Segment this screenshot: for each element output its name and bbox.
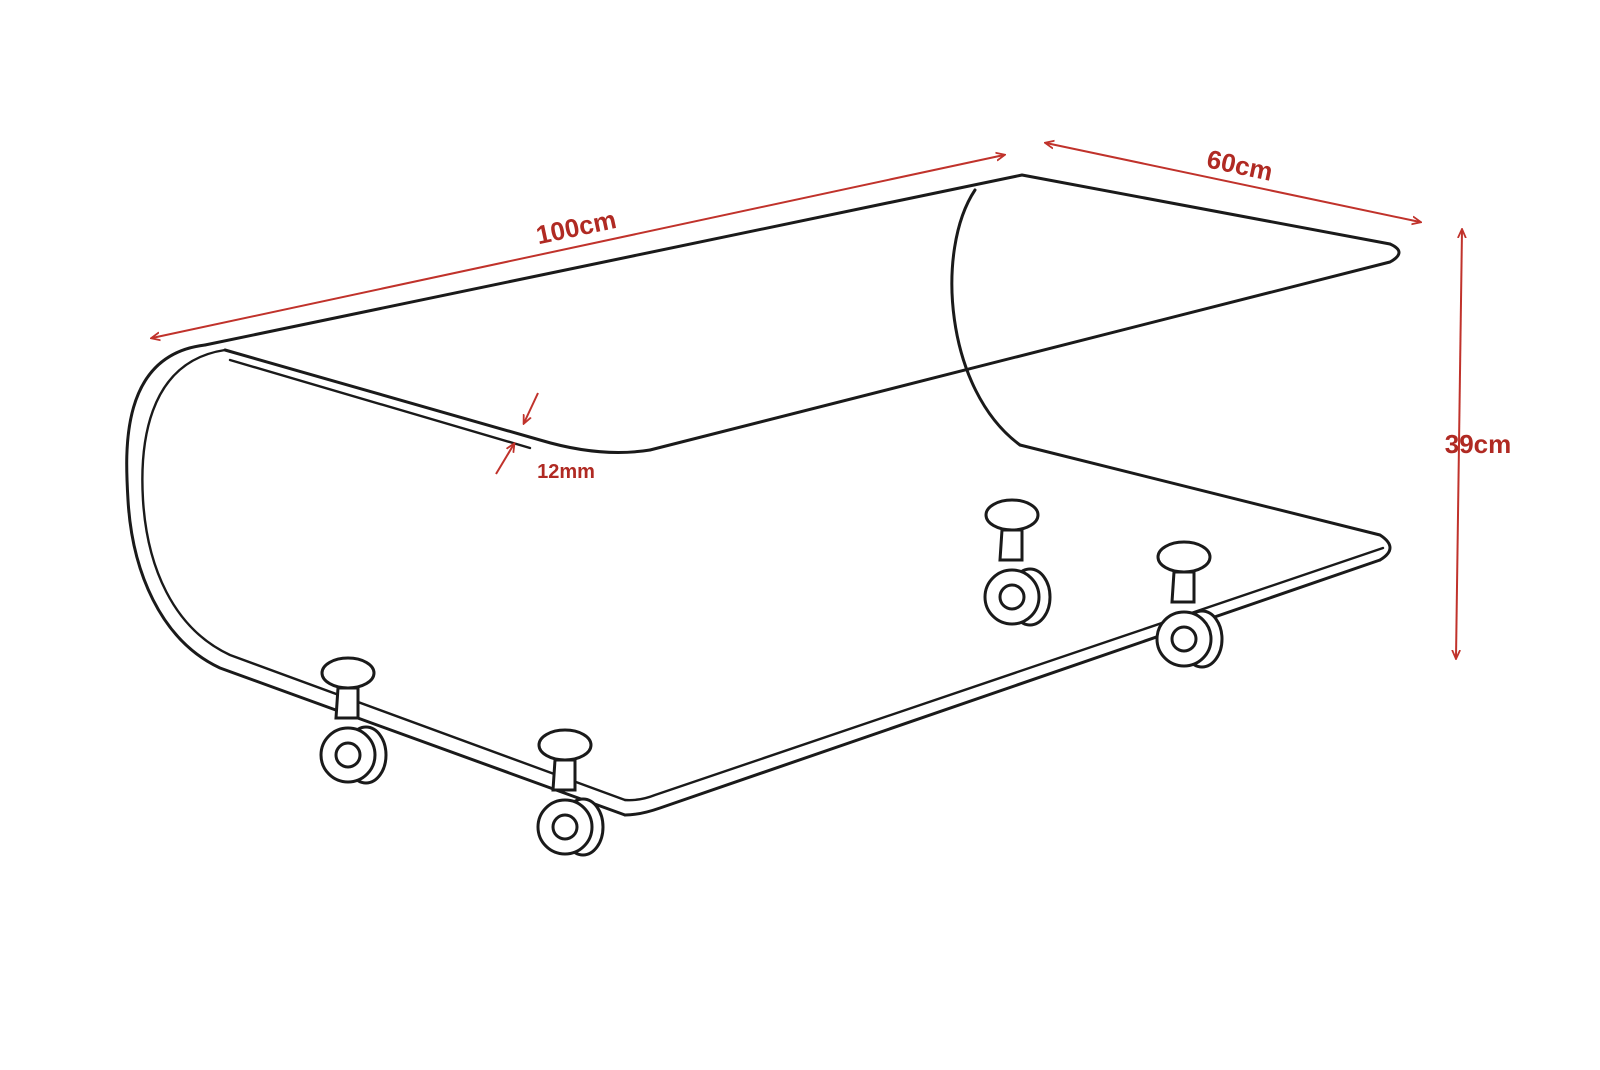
table-glass-body: [125, 173, 1401, 817]
thickness-label: 12mm: [537, 461, 595, 483]
caster-back-right: [1155, 540, 1224, 669]
table-top-back-edge: [203, 173, 1392, 347]
thickness-arrow-top: [524, 392, 539, 423]
width-dimension-line: [1046, 143, 1420, 222]
left-bend-inner: [141, 348, 627, 802]
height-label: 39cm: [1445, 429, 1512, 459]
bottom-front-edge-inner: [623, 546, 1385, 802]
caster-front-left: [319, 656, 388, 785]
left-bend-outer: [125, 343, 627, 817]
thickness-arrow-bottom: [495, 444, 514, 475]
caster-back-left: [983, 498, 1052, 627]
bottom-back-edge: [1018, 443, 1392, 562]
bottom-front-edge: [623, 558, 1382, 817]
table-top-right-lip: [648, 242, 1401, 452]
width-label: 60cm: [1204, 144, 1275, 187]
caster-front-right: [536, 728, 605, 857]
right-bend-curve: [950, 188, 1022, 447]
table-top-front-edge: [223, 348, 652, 454]
height-dimension-line: [1456, 230, 1462, 658]
length-dimension-line: [152, 155, 1004, 338]
table-top-front-edge-inner: [228, 358, 532, 450]
length-label: 100cm: [533, 204, 618, 250]
